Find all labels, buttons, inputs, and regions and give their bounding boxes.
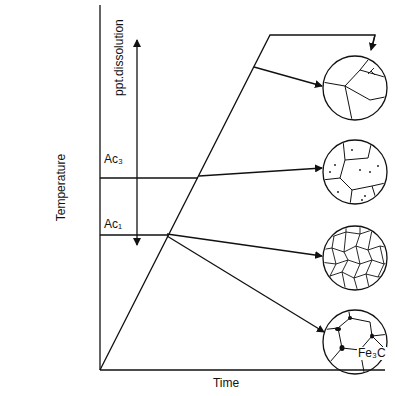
- phase-label: Fe₃C: [357, 347, 387, 360]
- axis-label: Temperature: [55, 153, 68, 222]
- heating-curve: [100, 35, 375, 370]
- axis-label: Time: [212, 377, 240, 390]
- range-arrow: [136, 40, 137, 245]
- ac1-line: [100, 234, 168, 235]
- leader-line: [199, 168, 322, 176]
- temperature-mark: Ac₃: [103, 153, 124, 166]
- leader-line: [167, 234, 322, 256]
- grains-with-precipitates: [322, 140, 390, 205]
- microstructure-circle: [323, 140, 387, 204]
- temperature-mark: Ac₁: [103, 218, 123, 231]
- coarse-grains: [322, 55, 390, 120]
- fine-grains: [320, 226, 390, 292]
- curve-arrow: [371, 35, 375, 50]
- grains-with-carbide: [320, 306, 390, 372]
- range-label: ppt.dissolution: [112, 19, 125, 98]
- leader-line: [254, 67, 322, 86]
- time-axis: [100, 369, 385, 370]
- microstructure-circle: [323, 56, 387, 120]
- ac3-line: [100, 177, 198, 178]
- temperature-axis: [99, 5, 100, 370]
- leader-line: [167, 236, 324, 332]
